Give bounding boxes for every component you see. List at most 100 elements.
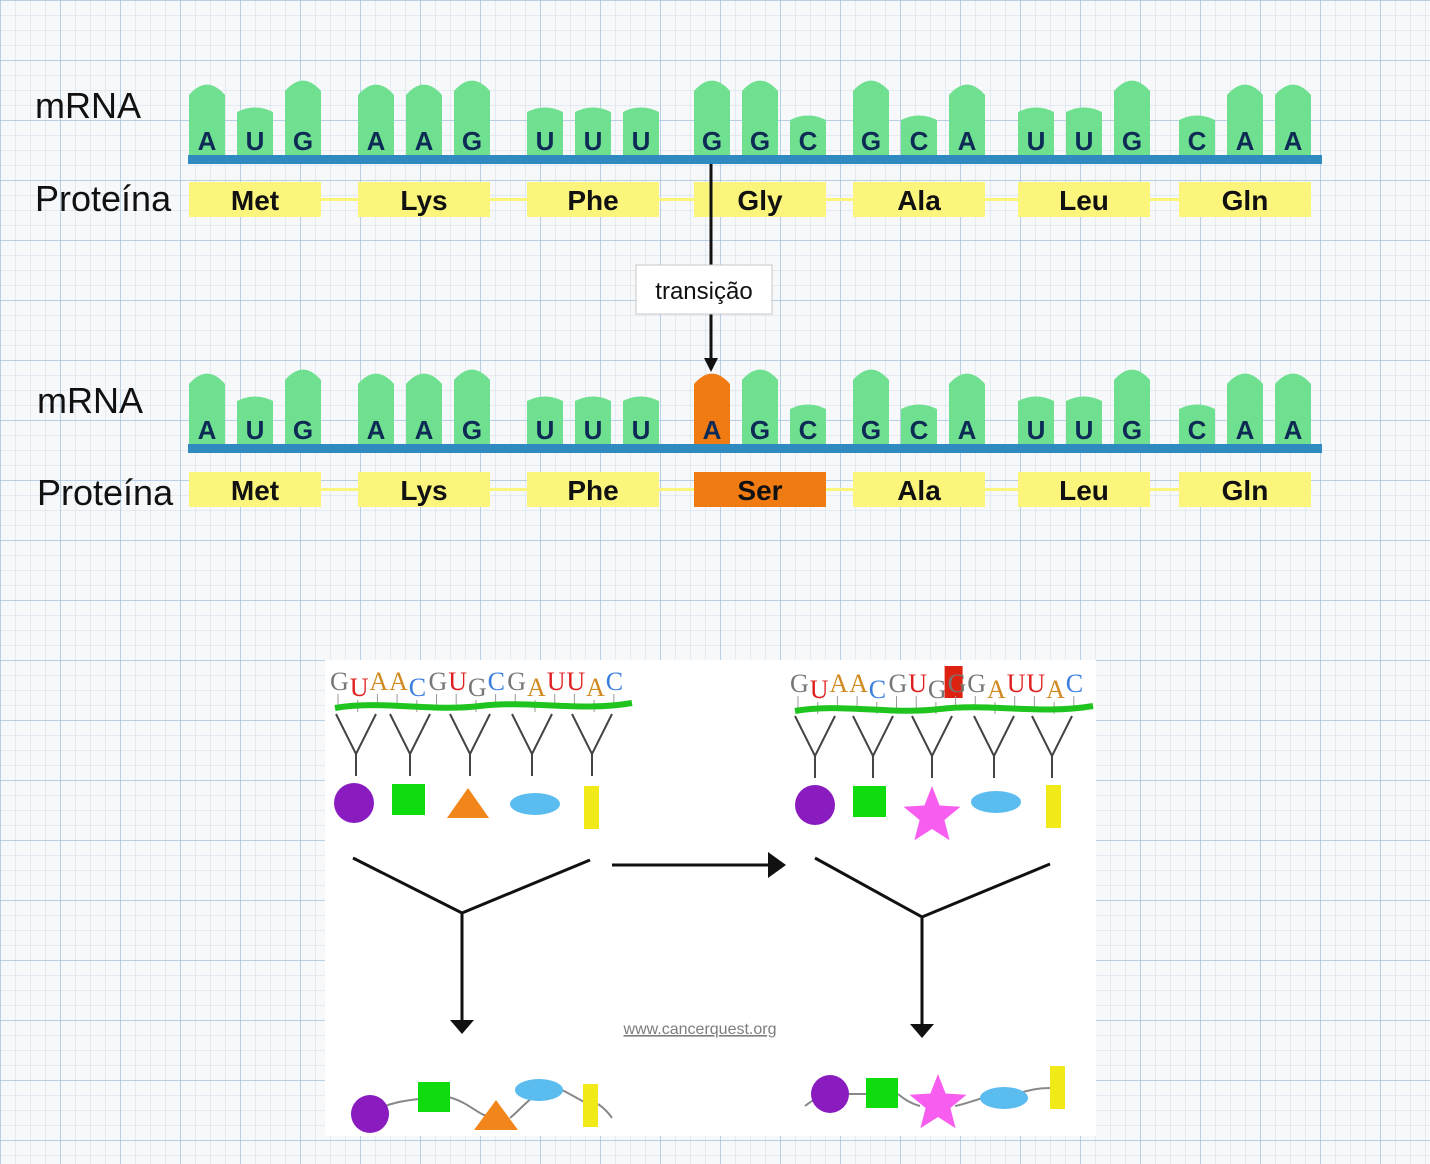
left-mrna-strand <box>334 700 633 711</box>
top-protein-label: Proteína <box>35 178 172 219</box>
sequence-letter: U <box>547 667 566 696</box>
sequence-letter: A <box>527 673 546 702</box>
amino-acid-box <box>358 472 490 507</box>
amino-acid-label: Ala <box>897 185 941 216</box>
chromatogram-peak <box>285 369 321 444</box>
chromatogram-peak <box>623 107 659 155</box>
base-letter: A <box>198 126 217 156</box>
chromatogram-peak <box>853 369 889 444</box>
peptide-link <box>985 488 1018 491</box>
base-letter: G <box>1122 126 1142 156</box>
bottom-mrna-strand <box>188 444 1322 453</box>
chromatogram-peak <box>1275 84 1311 155</box>
base-letter: C <box>799 126 818 156</box>
base-letter: U <box>246 415 265 445</box>
base-letter: U <box>632 126 651 156</box>
sequence-letter: A <box>389 667 408 696</box>
amino-acid-box <box>358 182 490 217</box>
base-letter: A <box>703 415 722 445</box>
sequence-letter: G <box>967 669 986 698</box>
amino-acid-box <box>527 472 659 507</box>
sequence-letter: U <box>908 669 927 698</box>
mutation-label: transição <box>655 278 752 305</box>
base-letter: A <box>367 126 386 156</box>
bar-amino-acid <box>1046 785 1061 828</box>
chromatogram-peak <box>454 80 490 155</box>
sequence-letter: U <box>566 667 585 696</box>
amino-acid-box <box>527 182 659 217</box>
base-letter: G <box>750 415 770 445</box>
oval-amino-acid <box>510 793 560 815</box>
chromatogram-peak <box>575 396 611 444</box>
peptide-link <box>321 198 358 201</box>
sequence-letter: G <box>330 667 349 696</box>
base-letter: C <box>799 415 818 445</box>
sequence-letter: C <box>1066 669 1083 698</box>
sequence-letter: G <box>429 667 448 696</box>
bottom-chromatogram-peaks <box>189 369 1311 444</box>
base-letter: G <box>861 126 881 156</box>
amino-acid-box <box>694 182 826 217</box>
chromatogram-peak <box>742 369 778 444</box>
base-letter: U <box>632 415 651 445</box>
peptide-link <box>321 488 358 491</box>
amino-acid-label: Gln <box>1222 185 1269 216</box>
base-letter: U <box>584 415 603 445</box>
amino-acid-box <box>853 472 985 507</box>
chromatogram-peak <box>406 373 442 444</box>
chromatogram-peak <box>1179 115 1215 155</box>
trna-adapter <box>852 715 894 778</box>
chromatogram-peak <box>1227 373 1263 444</box>
base-letter: A <box>1236 415 1255 445</box>
base-letter: A <box>1284 126 1303 156</box>
sequence-letter: U <box>448 667 467 696</box>
amino-acid-label: Gln <box>1222 475 1269 506</box>
star-amino-acid <box>903 786 961 841</box>
amino-acid-box <box>1179 182 1311 217</box>
sequence-letter: A <box>586 673 605 702</box>
base-letter: G <box>293 415 313 445</box>
sequence-letter: U <box>810 675 829 704</box>
trna-adapter <box>911 715 953 778</box>
amino-acid-label: Met <box>231 185 279 216</box>
chromatogram-peak <box>790 404 826 444</box>
chromatogram-peak <box>189 84 225 155</box>
base-letter: U <box>536 415 555 445</box>
right-trna-adapters <box>794 715 1073 778</box>
triangle-amino-acid <box>474 1100 518 1130</box>
chromatogram-peak <box>575 107 611 155</box>
base-letter: G <box>293 126 313 156</box>
trna-adapter <box>571 713 613 776</box>
peptide-link <box>985 198 1018 201</box>
base-letter: A <box>1236 126 1255 156</box>
sequence-letter: U <box>350 673 369 702</box>
chromatogram-peak <box>189 373 225 444</box>
chromatogram-peak <box>853 80 889 155</box>
chromatogram-peak <box>237 107 273 155</box>
mutation-label-box <box>635 264 773 315</box>
bar-amino-acid <box>583 1084 598 1127</box>
top-chromatogram-peaks <box>189 80 1311 155</box>
bottom-protein-label: Proteína <box>37 472 174 513</box>
left-arrowhead <box>450 1020 474 1034</box>
base-letter: A <box>367 415 386 445</box>
watermark-link[interactable]: www.cancerquest.org <box>623 1021 777 1038</box>
chromatogram-peak <box>742 80 778 155</box>
base-letter: A <box>415 415 434 445</box>
peptide-link <box>490 198 527 201</box>
base-letter: U <box>246 126 265 156</box>
base-letter: U <box>1075 126 1094 156</box>
chromatogram-peak <box>285 80 321 155</box>
trna-adapter <box>449 713 491 776</box>
trna-adapter <box>1031 715 1073 778</box>
right-assembly-arrow <box>814 856 1051 1024</box>
amino-acid-box <box>1179 472 1311 507</box>
amino-acid-label: Lys <box>400 475 447 506</box>
sequence-letter: C <box>869 675 886 704</box>
peptide-link <box>826 198 853 201</box>
oval-amino-acid <box>980 1087 1028 1109</box>
oval-amino-acid <box>515 1079 563 1101</box>
sequence-letter: C <box>606 667 623 696</box>
amino-acid-label: Leu <box>1059 185 1109 216</box>
